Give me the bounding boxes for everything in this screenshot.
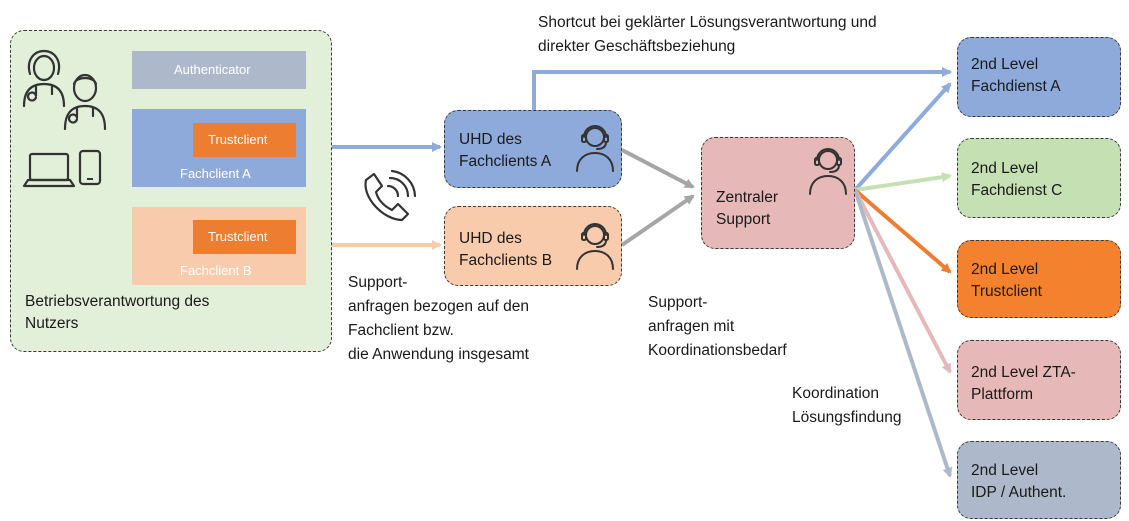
fachclient-b-label: Fachclient B [180,263,252,278]
headset-agent-icon [809,148,847,195]
support-fc-annotation-2: anfragen bezogen auf den [348,298,529,315]
arrow-central-to-zta [853,189,952,374]
uhd-a-line1: UHD des [459,131,522,148]
central-support-box: Zentraler Support [701,137,855,249]
arrow-uhd-a-to-central [621,148,695,189]
user-zone-caption-1: Betriebsverantwortung des [25,293,210,310]
authenticator-label: Authenticator [174,62,251,77]
second-level-zta: 2nd Level ZTA- Plattform [957,340,1121,420]
trustclient-a-box: Trustclient [193,123,296,157]
central-line2: Support [716,211,771,228]
zta-line1: 2nd Level ZTA- [971,364,1076,381]
central-line1: Zentraler [716,189,779,206]
arrow-central-to-idp [853,189,953,478]
shortcut-annotation-1: Shortcut bei geklärter Lösungsverantwort… [538,14,877,31]
trustclient-level-line1: 2nd Level [971,261,1039,278]
arrow-central-to-trustclient [853,188,952,274]
support-fc-annotation-1: Support- [348,274,408,291]
uhd-b-line1: UHD des [459,230,522,247]
fachdienst-a-line1: 2nd Level [971,56,1039,73]
fachclient-a-box: Trustclient Fachclient A [132,109,306,187]
headset-agent-icon [576,223,614,270]
trustclient-level-line2: Trustclient [971,283,1042,300]
uhd-a-line2: Fachclients A [459,153,552,170]
second-level-trustclient: 2nd Level Trustclient [957,240,1121,318]
arrow-uhd-b-to-central [620,194,695,247]
trustclient-a-label: Trustclient [208,132,268,147]
doctor-man-icon [63,73,107,131]
support-fc-annotation-3: Fachclient bzw. [348,322,454,339]
fachclient-a-label: Fachclient A [180,166,251,181]
support-koord-annotation-1: Support- [648,294,708,311]
koordination-annotation-2: Lösungsfindung [792,409,902,426]
shortcut-annotation-2: direkter Geschäftsbeziehung [538,38,736,55]
uhd-b-box: UHD des Fachclients B [444,206,622,286]
telephone-ringing-icon [364,169,417,222]
fachclient-b-box: Trustclient Fachclient B [132,207,306,285]
support-fc-annotation-4: die Anwendung insgesamt [348,346,529,363]
fachdienst-c-line2: Fachdienst C [971,182,1063,199]
uhd-a-box: UHD des Fachclients A [444,110,622,188]
headset-agent-icon [576,125,614,172]
trustclient-b-box: Trustclient [193,220,296,254]
second-level-idp: 2nd Level IDP / Authent. [957,441,1121,519]
authenticator-box: Authenticator [132,51,306,89]
support-koord-annotation-2: anfragen mit [648,318,735,335]
arrow-shortcut-to-fachdienst-a [532,67,952,110]
second-level-fachdienst-a: 2nd Level Fachdienst A [957,37,1121,117]
koordination-annotation-1: Koordination [792,385,880,402]
idp-line1: 2nd Level [971,462,1039,479]
trustclient-b-label: Trustclient [208,229,268,244]
fachdienst-a-line2: Fachdienst A [971,78,1061,95]
zta-line2: Plattform [971,386,1034,403]
user-zone-caption-2: Nutzers [25,315,79,332]
idp-line2: IDP / Authent. [971,484,1067,501]
doctor-woman-icon [22,49,66,108]
arrow-central-to-fachdienst-c [854,172,952,192]
support-koord-annotation-3: Koordinationsbedarf [648,342,787,359]
fachdienst-c-line1: 2nd Level [971,160,1039,177]
phone-device-icon [78,149,102,186]
second-level-fachdienst-c: 2nd Level Fachdienst C [957,138,1121,218]
uhd-b-line2: Fachclients B [459,252,553,269]
arrow-central-to-fachdienst-a [853,82,952,192]
laptop-icon [22,152,76,188]
